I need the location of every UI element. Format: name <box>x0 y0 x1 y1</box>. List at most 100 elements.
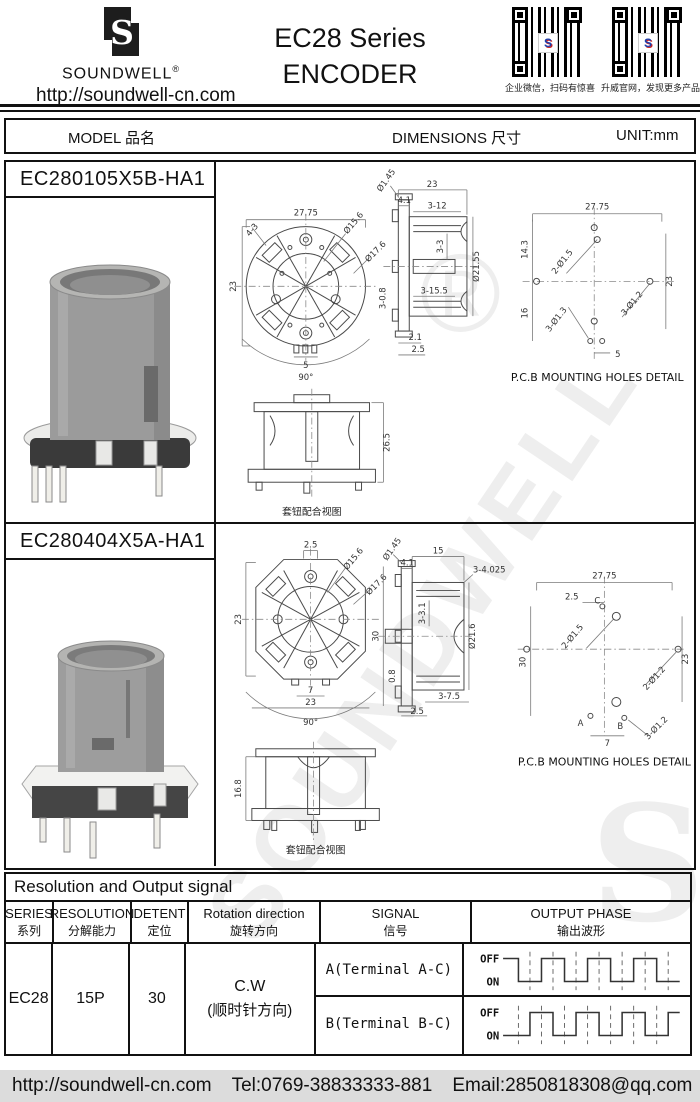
page-title: EC28 Series ENCODER <box>235 20 465 92</box>
drawing-cell: 27.75 23 4-3 Ø15.6 Ø17.6 5 90° <box>216 162 694 522</box>
dim-label: Ø15.6 <box>341 546 365 572</box>
col-header-signal: SIGNAL 信号 <box>321 902 472 942</box>
hole-label: A <box>578 718 584 728</box>
dim-label: 3-Ø1.3 <box>543 305 568 334</box>
resolution-table-row: EC28 15P 30 C.W (顺时针方向) A(Terminal A-C) … <box>6 944 690 1054</box>
dim-label: 3-0.8 <box>377 287 387 309</box>
cell-series: EC28 <box>6 944 54 1054</box>
dim-label: 2.5 <box>410 706 423 716</box>
hole-label: B <box>617 721 623 731</box>
header-url: http://soundwell-cn.com <box>36 85 236 107</box>
dim-label: 7 <box>605 738 610 748</box>
resolution-output-table: Resolution and Output signal SERIES 系列 R… <box>4 872 692 1056</box>
qr-finder-icon <box>512 7 528 23</box>
table-header-bar: MODEL 品名 DIMENSIONS 尺寸 UNIT:mm <box>4 118 696 154</box>
cell-rotation: C.W (顺时针方向) <box>186 944 316 1054</box>
dim-label: 15 <box>433 546 444 556</box>
on-label: ON <box>487 976 500 988</box>
dim-label: 30 <box>518 657 528 668</box>
col-header-en: SERIES <box>5 905 53 921</box>
col-header-en: DETENT <box>133 905 186 921</box>
divider <box>0 110 700 112</box>
dim-label: 3-15.5 <box>421 285 448 295</box>
qr-center-logo-icon: S <box>638 33 658 53</box>
registered-mark: ® <box>172 64 180 74</box>
qr-caption-wechat: 企业微信，扫码有惊喜 <box>505 83 596 93</box>
footer-tel: Tel:0769-38833333-881 <box>231 1075 433 1096</box>
model-name: EC280404X5A-HA1 <box>6 524 214 560</box>
dim-label: 4.1 <box>398 195 411 205</box>
dim-label: 2-Ø1.5 <box>549 247 574 276</box>
qr-code-website: S <box>612 7 682 77</box>
dim-label: Ø1.45 <box>375 167 398 194</box>
qr-finder-icon <box>512 61 528 77</box>
waveform-a: OFF ON <box>480 951 680 990</box>
dim-label: 23 <box>305 697 316 707</box>
col-header-resolution: RESOLUTION 分解能力 <box>50 902 134 942</box>
dim-label: 23 <box>664 276 674 287</box>
col-header-en: SIGNAL <box>371 905 420 921</box>
dimensions-table: EC280105X5B-HA1 <box>4 160 696 870</box>
dim-label: 3-Ø1.2 <box>619 289 645 317</box>
model-cell: EC280105X5B-HA1 <box>6 162 216 522</box>
waveform-b: OFF ON <box>480 1005 680 1044</box>
drawing-cell: 2.5 Ø15.6 Ø17.6 23 7 23 90° <box>216 524 694 866</box>
on-label: ON <box>487 1030 500 1042</box>
product-photo-1 <box>23 264 197 503</box>
dim-label: 23 <box>233 614 243 625</box>
dim-label: 23 <box>427 179 438 189</box>
col-model-label: MODEL 品名 <box>68 130 155 147</box>
col-header-detent: DETENT 定位 <box>132 902 189 942</box>
dim-label: 3-4.025 <box>473 565 506 575</box>
dim-label: Ø15.6 <box>341 210 365 236</box>
dim-label: 2.5 <box>304 540 317 550</box>
dim-label: 3-Ø1.2 <box>642 714 669 741</box>
col-header-zh: 系列 <box>16 923 41 938</box>
qr-code-wechat: S <box>512 7 582 77</box>
col-header-en: Rotation direction <box>203 905 305 921</box>
rotation-en: C.W <box>234 978 266 995</box>
dim-label: Ø17.6 <box>364 572 389 597</box>
cell-signal: A(Terminal A-C) B(Terminal B-C) <box>315 944 464 1054</box>
dim-label: 90° <box>298 372 313 382</box>
product-photo-2 <box>21 640 199 859</box>
dim-label: 0.8 <box>387 669 397 682</box>
dim-label: 7 <box>308 685 313 695</box>
model-row-2: EC280404X5A-HA1 <box>6 524 694 866</box>
dim-label: 90° <box>303 717 318 727</box>
brand-name: SOUNDWELL® <box>62 64 180 83</box>
signal-a: A(Terminal A-C) <box>315 944 462 997</box>
title-product: ENCODER <box>282 59 418 89</box>
dim-label: 2-Ø1.2 <box>641 664 668 692</box>
dim-label: 23 <box>680 654 690 665</box>
col-dimensions-label: DIMENSIONS 尺寸 <box>392 130 522 147</box>
waveform-a-wrap: OFF ON <box>464 944 690 997</box>
col-header-zh: 分解能力 <box>67 923 116 938</box>
divider <box>0 104 700 107</box>
dim-label: Ø21.6 <box>467 624 477 649</box>
dim-label: 30 <box>370 631 380 642</box>
footer-contact-bar: http://soundwell-cn.com Tel:0769-3883333… <box>0 1070 700 1102</box>
col-header-en: RESOLUTION <box>49 905 135 921</box>
col-header-zh: 定位 <box>147 923 172 938</box>
fit-view-caption: 套钮配合视图 <box>286 843 346 856</box>
dim-label: 23 <box>228 281 238 292</box>
model-cell: EC280404X5A-HA1 <box>6 524 216 866</box>
dim-label: 26.5 <box>381 433 391 452</box>
off-label: OFF <box>480 1007 499 1019</box>
model-name: EC280105X5B-HA1 <box>6 162 214 198</box>
dim-label: 3-7.5 <box>438 691 460 701</box>
cell-output-phase: OFF ON OFF ON <box>464 944 690 1054</box>
resolution-table-header: SERIES 系列 RESOLUTION 分解能力 DETENT 定位 Rota… <box>5 902 690 944</box>
resolution-section-title: Resolution and Output signal <box>6 874 690 902</box>
qr-finder-icon <box>612 7 628 23</box>
soundwell-logo-icon: S <box>104 7 139 56</box>
dim-label: 27.75 <box>585 202 609 212</box>
dim-label: 2-Ø1.5 <box>559 622 585 650</box>
cell-resolution: 15P <box>53 944 130 1054</box>
dim-label: 2.1 <box>409 332 422 342</box>
pcb-detail-caption: P.C.B MOUNTING HOLES DETAIL <box>518 756 692 769</box>
signal-b: B(Terminal B-C) <box>325 1015 453 1032</box>
col-header-zh: 信号 <box>383 923 408 938</box>
